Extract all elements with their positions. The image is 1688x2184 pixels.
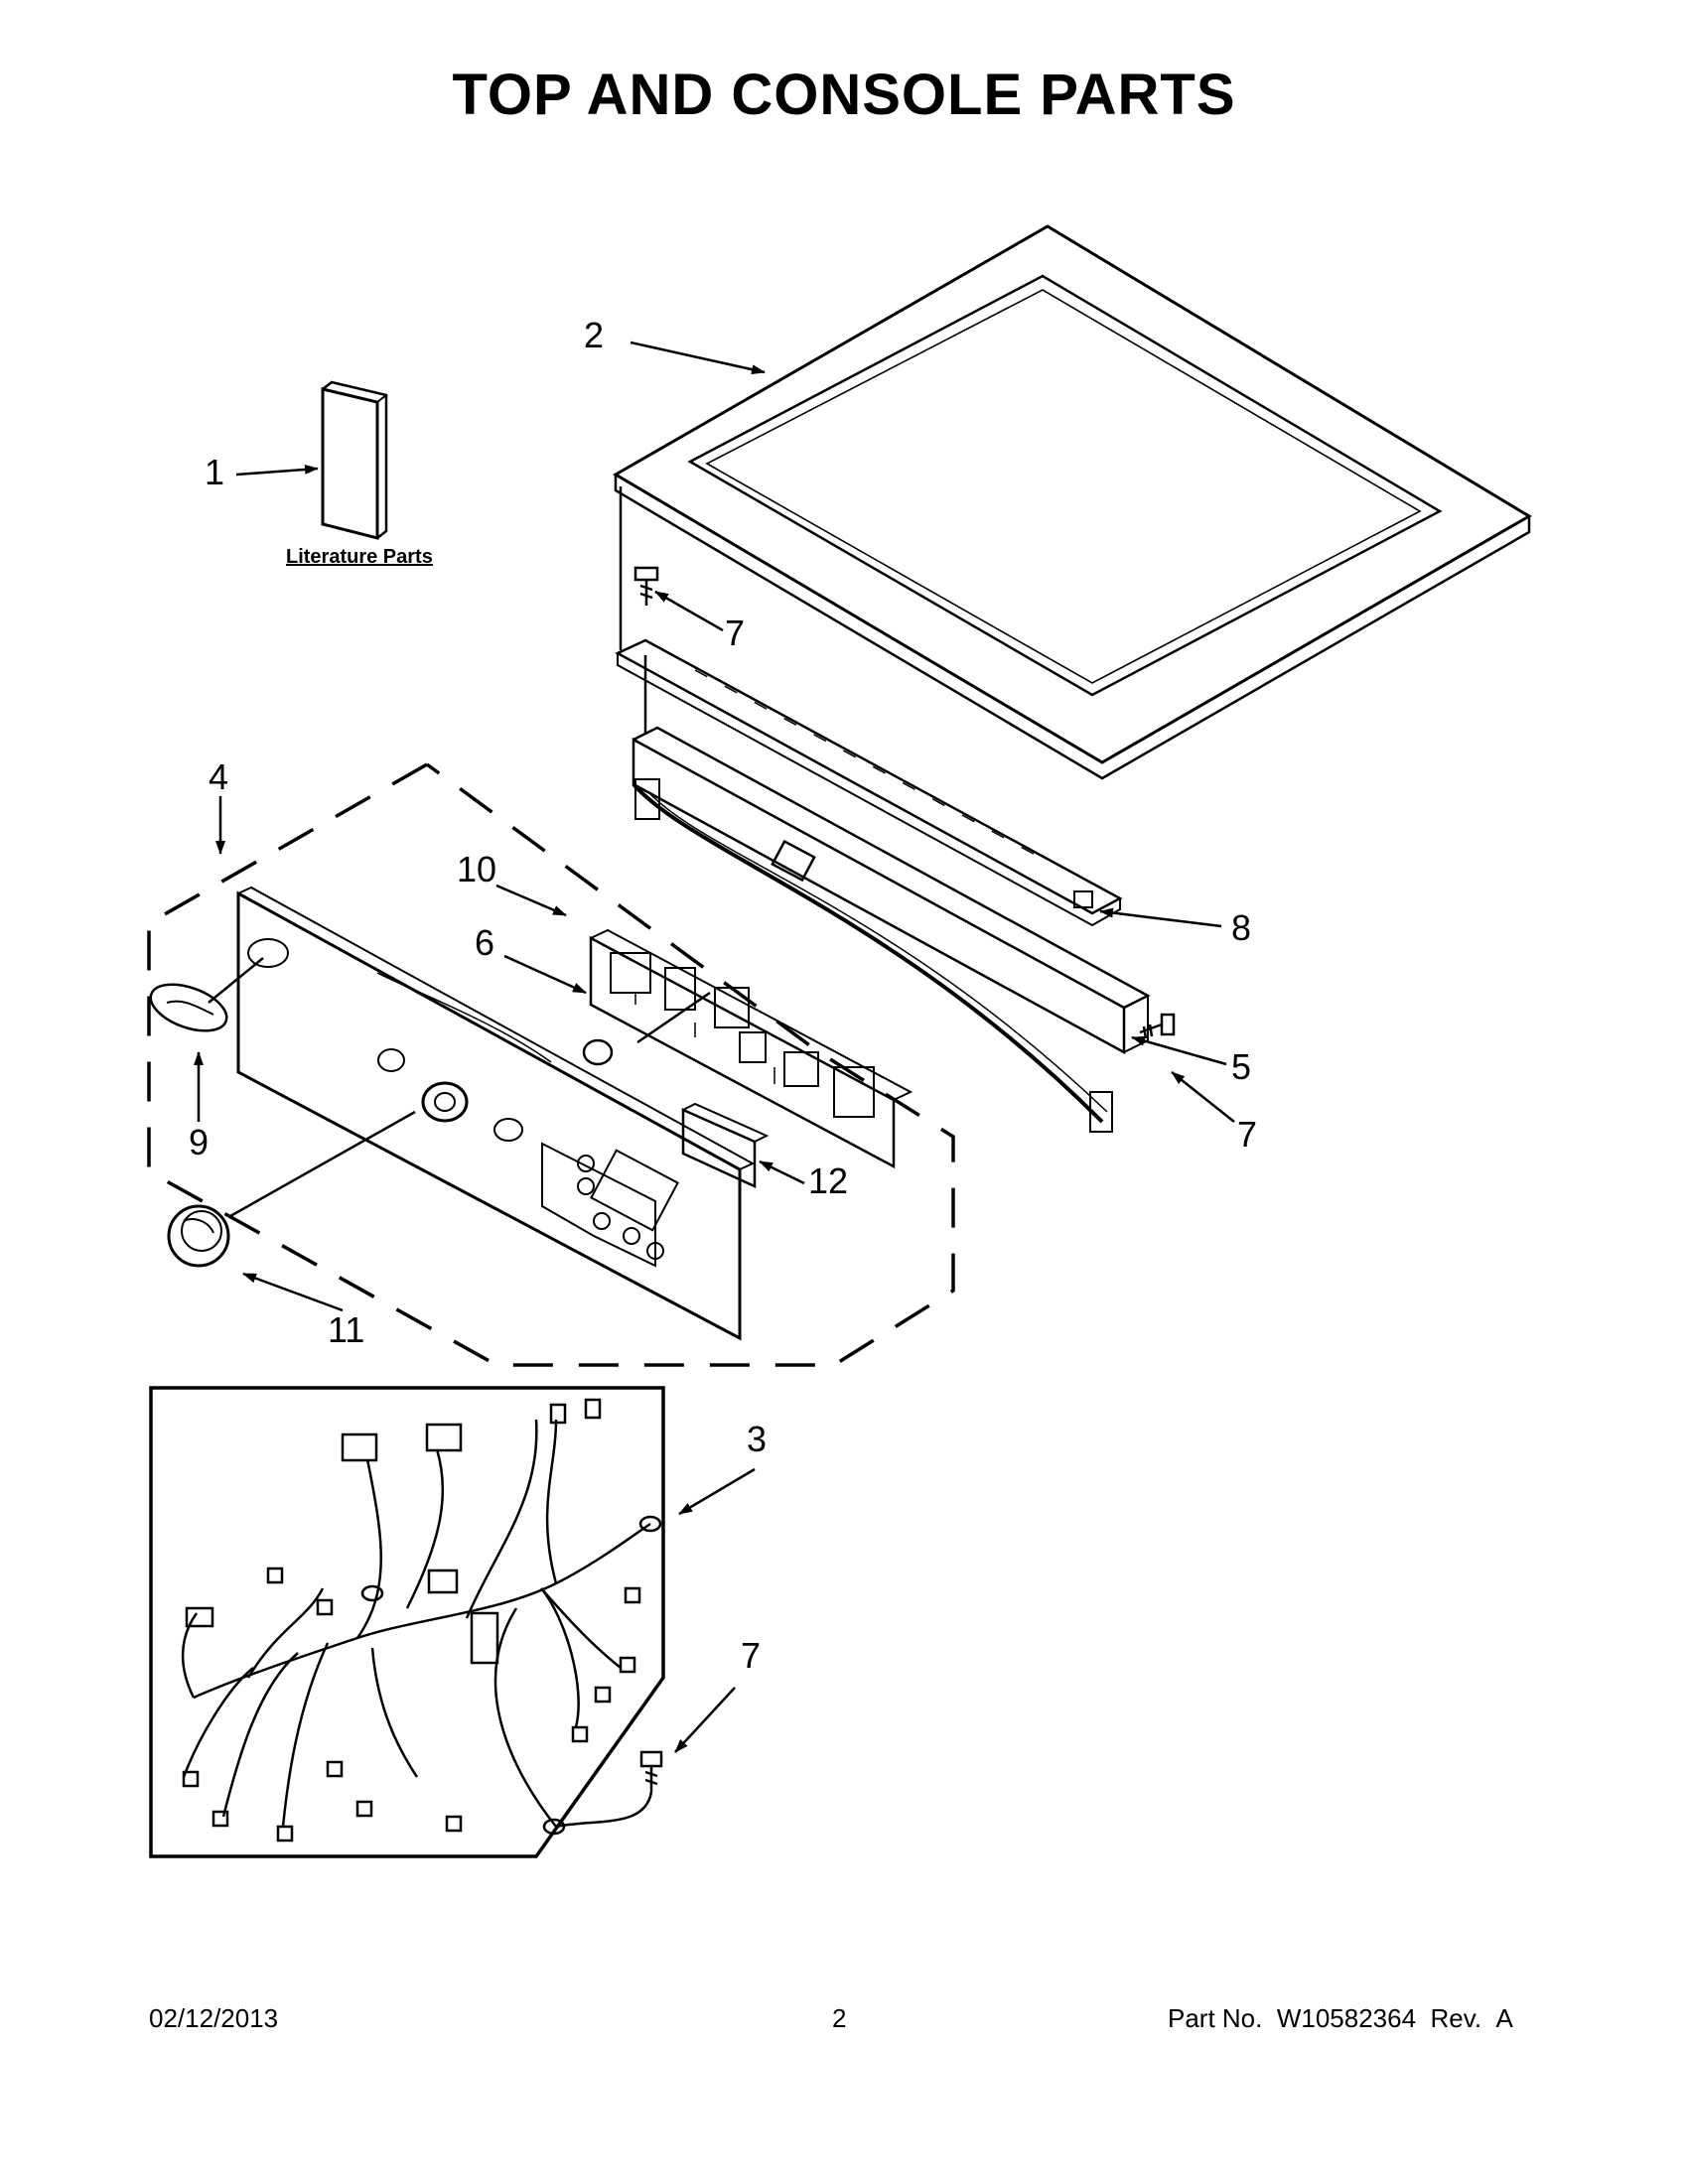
callout-7-right: 7 <box>1237 1114 1257 1155</box>
top-panel <box>613 224 1532 780</box>
callout-9: 9 <box>189 1122 209 1162</box>
rev-label: Rev. <box>1430 2003 1482 2033</box>
callout-4: 4 <box>209 756 228 797</box>
footer-date: 02/12/2013 <box>149 2003 279 2033</box>
part-label: Part No. <box>1168 2003 1263 2033</box>
page-title: TOP AND CONSOLE PARTS <box>452 63 1236 127</box>
console-frame <box>632 726 1151 1133</box>
screw-top <box>633 566 659 606</box>
callout-5: 5 <box>1231 1046 1251 1087</box>
console-assembly-outline <box>147 762 955 1367</box>
callout-12: 12 <box>808 1160 848 1201</box>
callout-11: 11 <box>328 1309 364 1350</box>
screw-right <box>1139 1013 1176 1039</box>
rev-value: A <box>1495 2003 1513 2033</box>
rail-bracket <box>615 638 1123 927</box>
light-pipe-disc <box>582 1038 614 1066</box>
callout-2: 2 <box>584 315 604 355</box>
wire-harness <box>181 1398 662 1843</box>
control-board <box>589 928 914 1169</box>
footer-part-number: Part No. W10582364 Rev. A <box>1168 2003 1513 2034</box>
part-number: W10582364 <box>1276 2003 1417 2033</box>
literature-booklet <box>321 380 388 540</box>
keypad-module <box>681 1102 770 1188</box>
callout-7-harness: 7 <box>741 1635 761 1676</box>
callout-1: 1 <box>205 452 224 492</box>
callout-3: 3 <box>747 1419 767 1459</box>
brand-badge <box>149 983 228 1032</box>
callout-6: 6 <box>475 922 494 963</box>
callout-7-top: 7 <box>725 613 745 653</box>
leader-lines <box>194 341 1235 1753</box>
control-knob <box>167 1204 230 1268</box>
literature-parts-link[interactable]: Literature Parts <box>286 546 433 568</box>
callout-8: 8 <box>1231 907 1251 948</box>
callout-10: 10 <box>457 849 496 889</box>
wire-harness-frame <box>149 1386 665 1858</box>
footer-page-number: 2 <box>832 2003 847 2033</box>
screw-harness <box>639 1750 663 1792</box>
console-panel <box>236 886 756 1341</box>
